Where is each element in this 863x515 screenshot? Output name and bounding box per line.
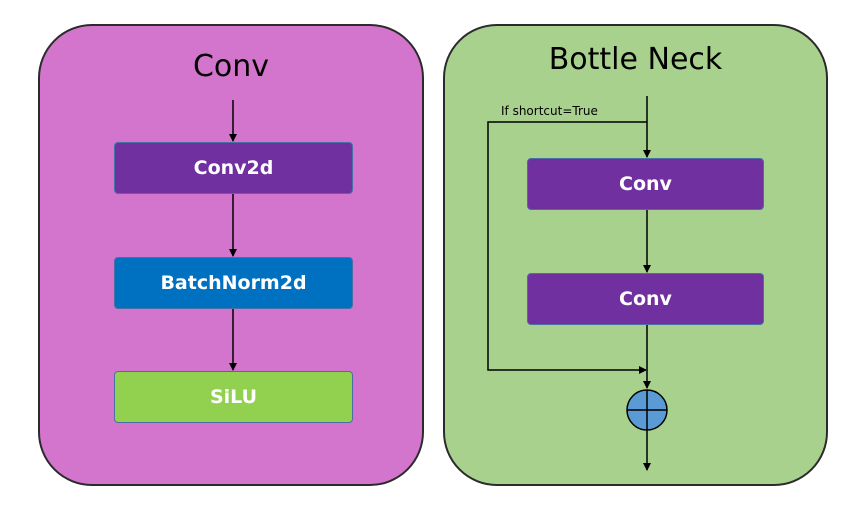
- conv-panel-title: Conv: [192, 49, 270, 84]
- circle-plus-icon: [626, 389, 668, 431]
- silu-block: SiLU: [114, 371, 353, 423]
- bottleneck-panel-title: Bottle Neck: [548, 42, 723, 77]
- bottleneck-conv-block-2: Conv: [527, 273, 764, 325]
- shortcut-label: If shortcut=True: [501, 104, 598, 118]
- bottleneck-conv-block-1: Conv: [527, 158, 764, 210]
- conv2d-block: Conv2d: [114, 142, 353, 194]
- shortcut-path: [487, 121, 647, 374]
- batchnorm2d-block: BatchNorm2d: [114, 257, 353, 309]
